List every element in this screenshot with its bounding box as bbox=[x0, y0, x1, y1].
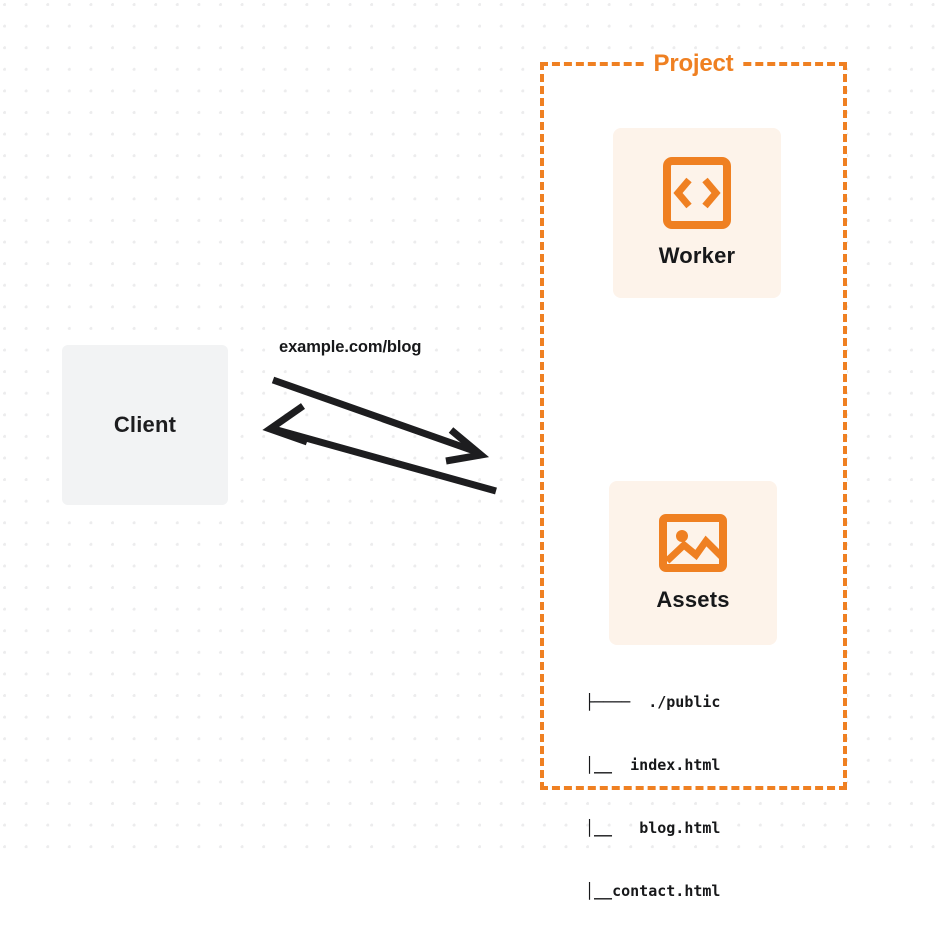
connection-label: example.com/blog bbox=[279, 338, 422, 356]
code-brackets-icon bbox=[662, 157, 732, 229]
diagram-canvas: Client example.com/blog Project Worker bbox=[0, 0, 938, 900]
response-arrow-icon bbox=[262, 403, 497, 495]
file-tree-row: ├──── ./public bbox=[585, 692, 720, 713]
assets-file-tree: ├──── ./public │__ index.html │__ blog.h… bbox=[585, 650, 720, 944]
client-node-label: Client bbox=[113, 412, 177, 437]
client-node[interactable]: Client bbox=[62, 345, 228, 505]
file-tree-row: │__ blog.html bbox=[585, 818, 720, 839]
file-tree-branch: │__ bbox=[585, 882, 613, 900]
file-tree-name: index.html bbox=[630, 756, 721, 774]
file-tree-row: │__contact.html bbox=[585, 881, 720, 902]
file-tree-branch: │__ bbox=[585, 756, 631, 774]
project-title: Project bbox=[646, 50, 741, 78]
file-tree-name: blog.html bbox=[639, 819, 721, 837]
worker-node[interactable]: Worker bbox=[613, 128, 781, 298]
file-tree-branch: ├──── bbox=[585, 693, 649, 711]
connection-arrows bbox=[262, 376, 497, 495]
assets-node[interactable]: Assets bbox=[609, 481, 777, 645]
file-tree-branch: │__ bbox=[585, 819, 640, 837]
worker-node-label: Worker bbox=[658, 243, 736, 268]
request-arrow-icon bbox=[271, 376, 490, 465]
file-tree-row: │__ index.html bbox=[585, 755, 720, 776]
file-tree-name: contact.html bbox=[612, 882, 721, 900]
image-picture-icon bbox=[658, 513, 728, 573]
assets-node-label: Assets bbox=[656, 587, 730, 612]
file-tree-name: ./public bbox=[648, 693, 721, 711]
